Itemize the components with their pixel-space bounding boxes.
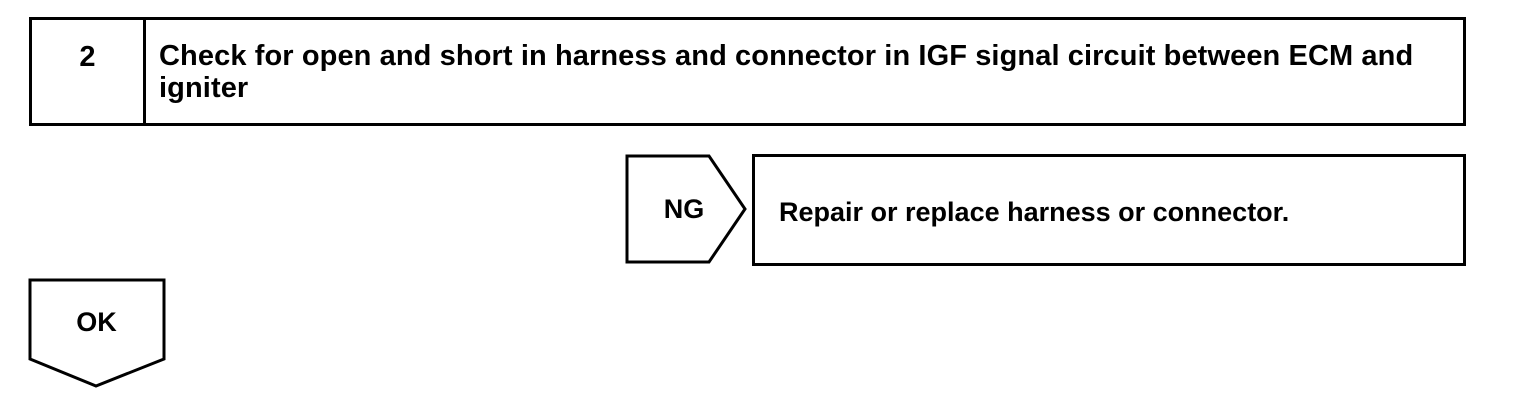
step-box: 2 Check for open and short in harness an… <box>29 17 1466 126</box>
step-title: Check for open and short in harness and … <box>159 40 1414 104</box>
ng-action-box: Repair or replace harness or connector. <box>752 154 1466 266</box>
ng-action-text: Repair or replace harness or connector. <box>779 197 1290 227</box>
step-number-cell: 2 <box>32 20 146 123</box>
ok-label: OK <box>76 307 117 337</box>
ng-label: NG <box>663 194 705 224</box>
ok-arrow-shape <box>28 278 166 388</box>
step-number: 2 <box>79 41 96 73</box>
ng-arrow-shape <box>625 154 747 264</box>
